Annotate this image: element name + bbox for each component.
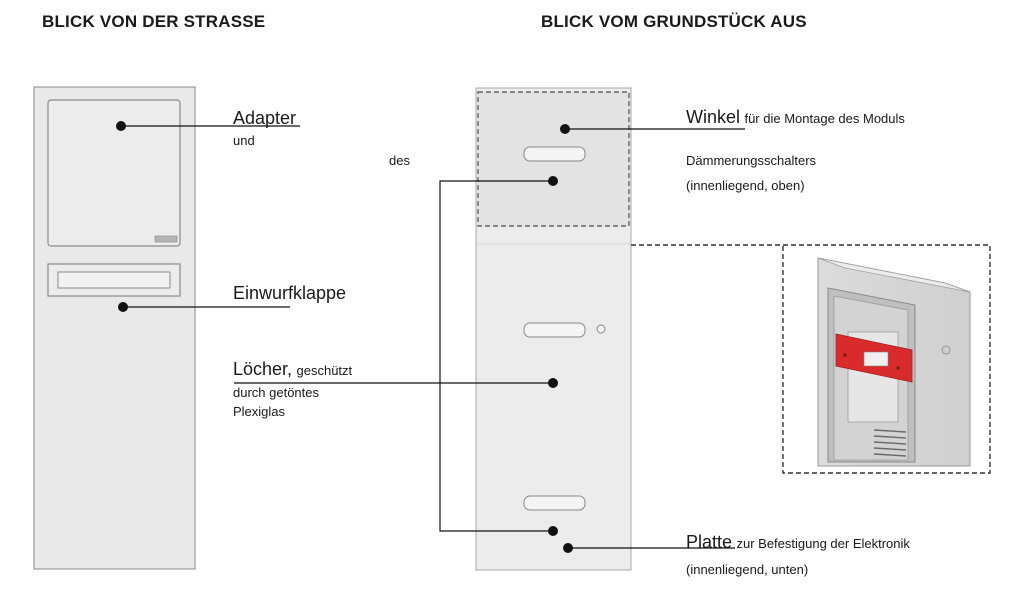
label-platte: Platte — [686, 532, 733, 552]
detail-view — [782, 244, 991, 474]
heading-property-view: BLICK VOM GRUNDSTÜCK AUS — [541, 12, 807, 31]
detail-box-top — [817, 257, 971, 293]
dot-einwurfklappe — [118, 302, 128, 312]
callout-dots — [116, 121, 573, 553]
label-adapter: Adapter — [233, 108, 297, 128]
einwurfklappe-slot — [57, 271, 171, 289]
label-innenliegend-unten: (innenliegend, unten) — [686, 562, 809, 577]
label-daemmerungsschalters: Dämmerungsschalters — [686, 153, 817, 168]
bracket-hole — [843, 353, 847, 357]
label-innenliegend-oben: (innenliegend, oben) — [686, 178, 805, 193]
label-einwurfklappe: Einwurfklappe — [233, 283, 347, 303]
slot-lower — [523, 495, 586, 511]
detail-knob — [941, 345, 951, 355]
label-loecher-group: Löcher, geschützt — [233, 359, 352, 380]
label-geschuetzt: geschützt — [296, 363, 353, 378]
label-winkel-desc: für die Montage des Moduls — [744, 111, 905, 126]
label-winkel-group: Winkel für die Montage des Moduls — [686, 107, 905, 128]
adapter-module — [47, 99, 181, 247]
screw-hole — [596, 324, 606, 334]
label-plexiglas: Plexiglas — [233, 404, 286, 419]
dot-platte — [563, 543, 573, 553]
dot-winkel — [560, 124, 570, 134]
slot-middle — [523, 322, 586, 338]
heading-street-view: BLICK VON DER STRASSE — [42, 12, 266, 31]
street-view-panel — [33, 86, 196, 570]
slot-upper — [523, 146, 586, 162]
label-loecher: Löcher, — [233, 359, 293, 379]
label-winkel: Winkel — [686, 107, 741, 127]
dot-loecher — [548, 378, 558, 388]
property-view-panel — [475, 87, 632, 571]
label-des: des — [389, 153, 410, 168]
dot-lower-connection — [548, 526, 558, 536]
adapter-nameplate — [154, 235, 178, 243]
label-und: und — [233, 133, 255, 148]
label-platte-group: Platte zur Befestigung der Elektronik — [686, 532, 910, 553]
detail-vent-grille — [873, 429, 907, 457]
callout-lines — [121, 125, 745, 549]
label-durch-getoentes: durch getöntes — [233, 385, 320, 400]
bracket-hole — [896, 366, 900, 370]
dot-upper-connection — [548, 176, 558, 186]
label-platte-desc: zur Befestigung der Elektronik — [736, 536, 910, 551]
dot-adapter — [116, 121, 126, 131]
detail-switch — [863, 351, 889, 367]
